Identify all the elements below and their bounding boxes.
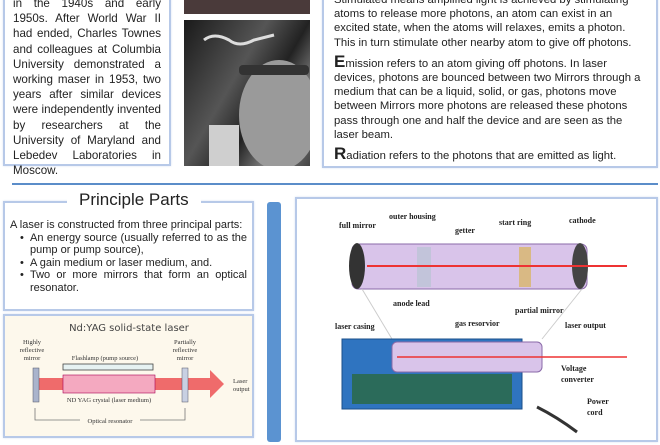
- ndyag-svg: Nd:YAG solid-state laser Highly reflecti…: [20, 323, 250, 425]
- label-cord: cord: [587, 408, 603, 417]
- emission-cap: E: [334, 51, 346, 71]
- laser-tube-diagram: full mirror outer housing getter start r…: [295, 197, 658, 442]
- scientist-photo: [184, 20, 310, 166]
- yag-label: Highly: [23, 339, 42, 346]
- partially-reflective-mirror: [181, 367, 189, 403]
- label-converter: converter: [561, 375, 594, 384]
- label-outer-housing: outer housing: [389, 212, 436, 221]
- yag-crystal: [62, 374, 156, 394]
- yag-label: mirror: [177, 355, 194, 362]
- history-box: in the 1940s and early 1950s. After Worl…: [3, 0, 171, 177]
- label-laser-output: laser output: [565, 321, 606, 330]
- yag-label: reflective: [20, 347, 45, 354]
- laser-tube-svg: full mirror outer housing getter start r…: [335, 212, 627, 434]
- label-getter: getter: [455, 226, 475, 235]
- label-anode-lead: anode lead: [393, 299, 430, 308]
- label-laser-casing: laser casing: [335, 322, 375, 331]
- top-photo: [184, 0, 310, 14]
- vertical-accent-bar: [267, 202, 281, 442]
- parts-intro: A laser is constructed from three princi…: [10, 219, 243, 231]
- definitions-box: Stimulated means amplified light is achi…: [322, 0, 658, 168]
- label-start-ring: start ring: [499, 218, 531, 227]
- yag-label: Partially: [174, 339, 197, 346]
- radiation-text: adiation refers to the photons that are …: [346, 150, 617, 163]
- parts-item: A gain medium or laser medium, and.: [20, 257, 247, 270]
- output-label: output: [233, 386, 250, 393]
- yag-label: reflective: [173, 347, 198, 354]
- emission-text: mission refers to an atom giving off pho…: [334, 57, 641, 141]
- resonator-label: Optical resonator: [88, 418, 134, 425]
- principle-parts-title: Principle Parts: [67, 190, 201, 210]
- flashlamp-label: Flashlamp (pump source): [72, 355, 138, 362]
- label-gas-reservoir: gas resorvior: [455, 319, 500, 328]
- tube-end: [349, 243, 365, 289]
- output-label: Laser: [233, 378, 248, 385]
- scientist-illustration: [203, 33, 310, 166]
- crystal-label: ND YAG crystal (laser medium): [67, 397, 151, 404]
- label-cathode: cathode: [569, 216, 596, 225]
- power-cord: [536, 405, 578, 434]
- parts-item: Two or more mirrors that form an optical…: [20, 269, 247, 294]
- parts-item: An energy source (usually referred to as…: [20, 232, 247, 257]
- label-partial-mirror: partial mirror: [515, 306, 564, 315]
- label-voltage: Voltage: [561, 364, 587, 373]
- radiation-cap: R: [334, 144, 347, 164]
- yag-label: mirror: [24, 355, 41, 362]
- flashlamp: [62, 363, 154, 371]
- label-full-mirror: full mirror: [339, 221, 376, 230]
- stimulated-text: Stimulated means amplified light is achi…: [334, 0, 632, 49]
- highly-reflective-mirror: [32, 367, 40, 403]
- yag-title: Nd:YAG solid-state laser: [69, 323, 190, 334]
- history-text: in the 1940s and early 1950s. After Worl…: [13, 0, 161, 178]
- principle-parts-box: Principle Parts A laser is constructed f…: [3, 190, 254, 311]
- label-power: Power: [587, 397, 609, 406]
- section-divider: [12, 183, 658, 185]
- ndyag-diagram: Nd:YAG solid-state laser Highly reflecti…: [3, 314, 254, 438]
